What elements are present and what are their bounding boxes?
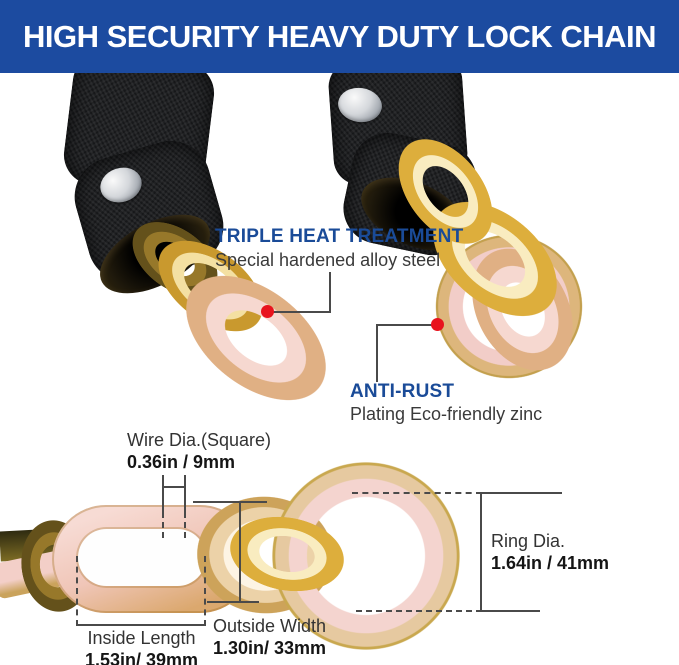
heat-callout-title: TRIPLE HEAT TREATMENT (215, 226, 464, 247)
outside-width-label: Outside Width 1.30in/ 33mm (213, 615, 326, 659)
wire-dia-value: 0.36in / 9mm (127, 452, 236, 472)
heat-callout-line (268, 311, 331, 313)
ring-dia-bottom-line (480, 610, 540, 612)
outside-width-connector (239, 501, 241, 603)
ring-dia-top-dashed (352, 492, 482, 494)
rust-callout-subtitle: Plating Eco-friendly zinc (350, 404, 543, 424)
wire-dia-tick (184, 475, 186, 512)
wire-dia-tick (162, 475, 164, 512)
inside-length-bar (77, 624, 206, 626)
ring-dia-connector (480, 492, 482, 612)
wire-dia-tick-dashed (184, 512, 186, 538)
outside-width-top-line (193, 501, 267, 503)
ring-dia-label: Ring Dia. 1.64in / 41mm (491, 530, 609, 574)
heat-callout-subtitle: Special hardened alloy steel (215, 250, 441, 270)
rust-marker-dot (431, 318, 444, 331)
inside-length-value: 1.53in/ 39mm (84, 650, 199, 665)
wire-dia-crossbar (162, 486, 186, 488)
ring-dia-top-line (480, 492, 562, 494)
banner-title: HIGH SECURITY HEAVY DUTY LOCK CHAIN (22, 18, 657, 54)
wire-dia-label: Wire Dia.(Square) 0.36in / 9mm (127, 429, 271, 473)
inside-length-tick (204, 556, 206, 626)
wire-dia-label-text: Wire Dia.(Square) (127, 430, 272, 450)
heat-callout-line (329, 272, 331, 313)
rust-callout-line (377, 324, 439, 326)
rust-callout-line (376, 324, 378, 382)
ring-dia-bottom-dashed (356, 610, 482, 612)
ring-dia-value: 1.64in / 41mm (491, 553, 610, 573)
banner: HIGH SECURITY HEAVY DUTY LOCK CHAIN (0, 0, 679, 73)
oval-link-hole (78, 529, 206, 586)
outside-width-value: 1.30in/ 33mm (213, 638, 327, 658)
inside-length-label-text: Inside Length (87, 628, 196, 648)
outside-width-label-text: Outside Width (213, 616, 327, 636)
wire-dia-tick-dashed (162, 512, 164, 538)
ring-dia-label-text: Ring Dia. (491, 531, 566, 551)
heat-marker-dot (261, 305, 274, 318)
inside-length-tick (76, 556, 78, 626)
rust-callout-title: ANTI-RUST (350, 381, 455, 402)
inside-length-label: Inside Length 1.53in/ 39mm (64, 627, 219, 665)
outside-width-bottom-line (207, 601, 259, 603)
